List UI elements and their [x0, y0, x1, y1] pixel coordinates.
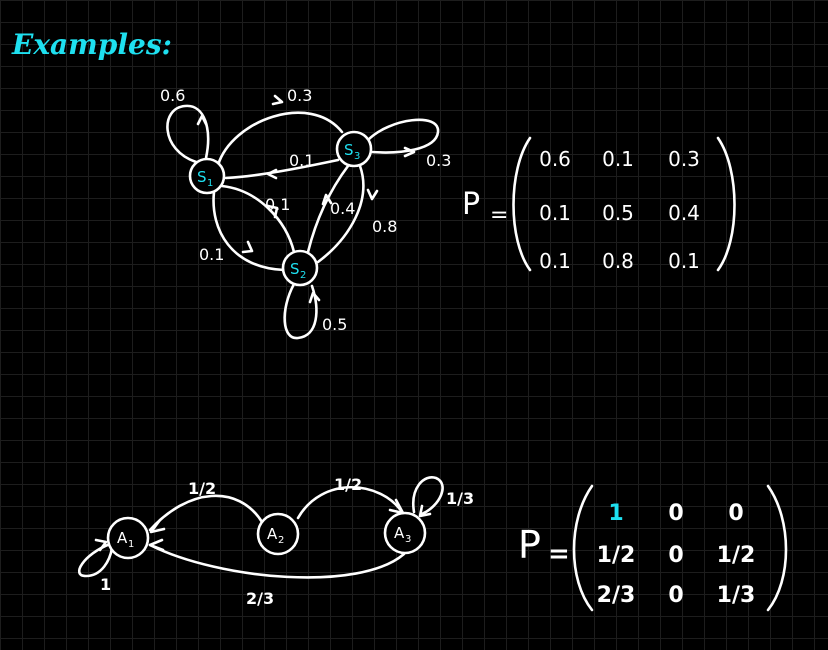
- label-s3-s2: 0.8: [372, 217, 397, 236]
- edge-a1-self: [78, 542, 114, 578]
- state-s2-label: S: [290, 260, 300, 278]
- matrix2-cell-r2-c2: 0: [668, 543, 683, 568]
- edge-a2-a3: [296, 486, 404, 520]
- edge-s3-s2: [316, 164, 365, 264]
- transition-matrix-2: P = 1 0 0 1/2 0 1/2 2/3 0 1/3: [518, 484, 788, 612]
- label-s3-self: 0.3: [426, 151, 451, 170]
- transition-matrix-1: P = 0.6 0.1 0.3 0.1 0.5 0.4 0.1 0.8 0.1: [462, 136, 736, 273]
- matrix2-cell-r1-c2: 0: [668, 501, 683, 526]
- matrix1-cells: 0.6 0.1 0.3 0.1 0.5 0.4 0.1 0.8 0.1: [539, 147, 700, 273]
- edge-a2-a1: [148, 494, 264, 532]
- edge-s2-self: [283, 282, 318, 340]
- matrix1-cell-r1-c2: 0.1: [602, 147, 634, 171]
- edge-s2-s1-outer-arrowhead: [241, 240, 254, 254]
- edge-s1-s3-arrowhead: [271, 94, 284, 106]
- state-s1: S 1: [188, 157, 226, 195]
- matrix2-cell-r2-c1: 1/2: [597, 543, 636, 568]
- matrix2-cell-r3-c2: 0: [668, 583, 683, 608]
- edge-a3-self: [412, 476, 444, 516]
- edge-s2-s1-outer: [212, 190, 286, 272]
- state-a3-label: A: [394, 524, 405, 542]
- matrix1-cell-r3-c1: 0.1: [539, 249, 571, 273]
- matrix2-symbol: P: [518, 523, 541, 567]
- state-s3: S 3: [335, 130, 373, 168]
- state-s3-label: S: [344, 141, 354, 159]
- matrix2-cell-r3-c1: 2/3: [597, 583, 636, 608]
- state-a1-label: A: [117, 529, 128, 547]
- edge-a3-self-arrowhead: [418, 504, 432, 518]
- label-s3-s1: 0.1: [289, 151, 314, 170]
- matrix2-left-paren: [572, 484, 594, 612]
- state-s2-sub: 2: [300, 270, 306, 281]
- examples-heading: Examples:: [11, 28, 172, 61]
- label-s2-s1-outer: 0.1: [199, 245, 224, 264]
- matrix2-equals: =: [548, 539, 570, 569]
- state-s1-label: S: [197, 168, 207, 186]
- edge-s1-s3: [216, 111, 344, 167]
- label-a3-self: 1/3: [446, 489, 474, 508]
- label-a2-a1: 1/2: [188, 479, 216, 498]
- edge-s1-self: [166, 104, 210, 164]
- matrix1-cell-r2-c3: 0.4: [668, 201, 700, 225]
- label-a1-self: 1: [100, 575, 111, 594]
- state-a3-sub: 3: [405, 534, 411, 545]
- label-s1-s3: 0.3: [287, 86, 312, 105]
- state-s3-sub: 3: [354, 151, 360, 162]
- matrix1-symbol: P: [462, 187, 480, 222]
- edge-a1-self-arrowhead: [94, 538, 108, 552]
- edge-s3-s1-arrowhead: [266, 168, 278, 180]
- state-s1-sub: 1: [207, 178, 213, 189]
- state-a2: A 2: [256, 512, 300, 556]
- matrix1-left-paren: [512, 136, 532, 272]
- matrix2-cell-r1-c3: 0: [728, 501, 743, 526]
- matrix2-cells: 1 0 0 1/2 0 1/2 2/3 0 1/3: [597, 501, 756, 608]
- edge-s1-s2-inner: [220, 184, 296, 254]
- matrix1-cell-r2-c2: 0.5: [602, 201, 634, 225]
- state-a1-sub: 1: [128, 539, 134, 550]
- matrix2-right-paren: [766, 484, 788, 612]
- markov-chain-diagram-1: S 1 S 3 S 2 0.6 0.3 0.3 0.1 0.1 0.1 0.4 …: [160, 86, 451, 340]
- matrix1-equals: =: [490, 203, 508, 228]
- state-a2-label: A: [267, 525, 278, 543]
- edge-s2-self-arrowhead: [308, 291, 321, 304]
- edge-a3-a1: [148, 543, 406, 579]
- edge-s3-self: [366, 118, 440, 154]
- markov-chain-diagram-2: A 1 A 2 A 3 1/2 1/2 1/3 1 2/3: [78, 475, 474, 608]
- matrix2-cell-r3-c3: 1/3: [717, 583, 756, 608]
- label-s2-self: 0.5: [322, 315, 347, 334]
- matrix1-cell-r1-c1: 0.6: [539, 147, 571, 171]
- edge-s3-s2-arrowhead: [366, 188, 379, 201]
- matrix1-cell-r3-c3: 0.1: [668, 249, 700, 273]
- state-s2: S 2: [281, 249, 319, 287]
- edge-s1-s2-inner-arrowhead: [266, 204, 279, 219]
- matrix1-cell-r3-c2: 0.8: [602, 249, 634, 273]
- matrix2-cell-r2-c3: 1/2: [717, 543, 756, 568]
- edge-s3-s1: [224, 158, 340, 180]
- matrix2-cell-r1-c1: 1: [608, 501, 623, 526]
- edge-a2-a1-arrowhead: [149, 518, 166, 534]
- edge-a3-a1-arrowhead: [148, 538, 165, 552]
- label-s1-self: 0.6: [160, 86, 185, 105]
- edge-s2-s3-arrowhead: [321, 193, 333, 206]
- label-s2-s3: 0.4: [330, 199, 355, 218]
- state-a3: A 3: [383, 511, 427, 555]
- state-a1: A 1: [106, 516, 150, 560]
- label-a2-a3: 1/2: [334, 475, 362, 494]
- label-s1-s2-inner: 0.1: [265, 195, 290, 214]
- state-a2-sub: 2: [278, 535, 284, 546]
- label-a3-a1: 2/3: [246, 589, 274, 608]
- edge-s3-self-arrowhead: [403, 146, 416, 158]
- matrix1-cell-r2-c1: 0.1: [539, 201, 571, 225]
- edge-s1-self-arrowhead: [196, 114, 208, 126]
- edge-s2-s3: [306, 164, 350, 254]
- matrix1-right-paren: [716, 136, 736, 272]
- matrix1-cell-r1-c3: 0.3: [668, 147, 700, 171]
